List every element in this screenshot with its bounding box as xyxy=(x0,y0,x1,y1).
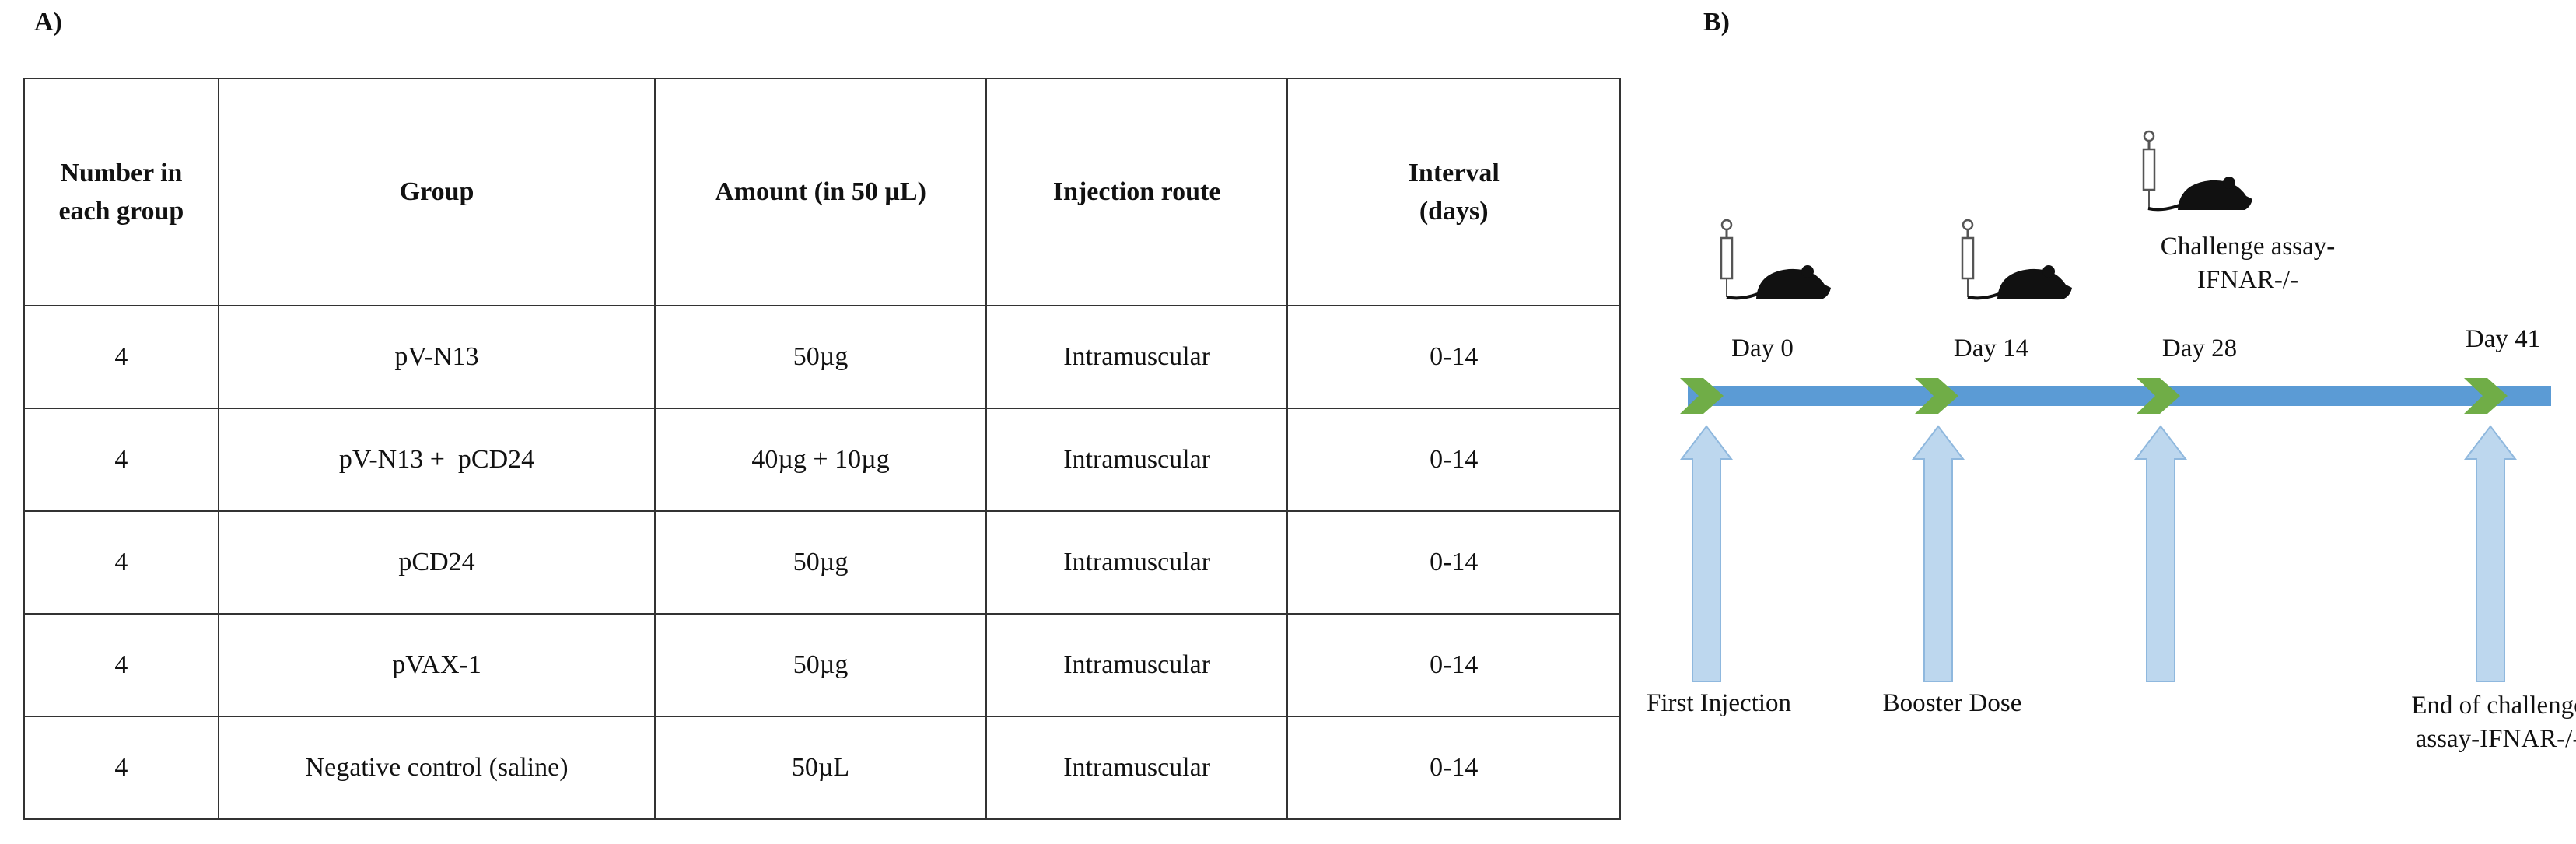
booster-dose-label: Booster Dose xyxy=(1882,689,2022,717)
cell-number: 4 xyxy=(23,613,219,717)
cell-route: Intramuscular xyxy=(985,408,1289,512)
chevron-marker-day-14 xyxy=(1915,378,1958,414)
arrow-challenge xyxy=(2133,425,2188,682)
cell-amount: 50µg xyxy=(654,305,987,409)
header-interval: Interval(days) xyxy=(1286,78,1621,306)
syringe-icon xyxy=(1961,219,1975,297)
cell-group: pCD24 xyxy=(217,510,656,615)
header-group: Group xyxy=(217,78,656,306)
panel-b-label: B) xyxy=(1703,8,1730,37)
cell-number: 4 xyxy=(23,408,219,512)
header-route: Injection route xyxy=(985,78,1289,306)
mouse-icon xyxy=(2147,177,2252,212)
table-row: 4 pV-N13 50µg Intramuscular 0-14 xyxy=(23,305,1621,409)
chevron-marker-day-0 xyxy=(1680,378,1724,414)
table-row: 4 pVAX-1 50µg Intramuscular 0-14 xyxy=(23,613,1621,717)
chevron-marker-day-28 xyxy=(2137,378,2180,414)
cell-interval: 0-14 xyxy=(1286,613,1621,717)
cell-route: Intramuscular xyxy=(985,613,1289,717)
table-row: 4 pV-N13 + pCD24 40µg + 10µg Intramuscul… xyxy=(23,408,1621,512)
cell-group: pV-N13 xyxy=(217,305,656,409)
table-row: 4 Negative control (saline) 50µL Intramu… xyxy=(23,716,1621,820)
cell-number: 4 xyxy=(23,716,219,820)
cell-interval: 0-14 xyxy=(1286,510,1621,615)
cell-number: 4 xyxy=(23,510,219,615)
cell-group: Negative control (saline) xyxy=(217,716,656,820)
immunization-timeline: Day 0 Day 14 Day 28 Day 41 Challenge ass… xyxy=(1626,0,2576,844)
day-28-label: Day 28 xyxy=(2161,334,2238,362)
syringe-icon xyxy=(2142,130,2156,208)
cell-group: pVAX-1 xyxy=(217,613,656,717)
arrow-first-injection xyxy=(1679,425,1734,682)
cell-amount: 50µg xyxy=(654,613,987,717)
mouse-icon xyxy=(1967,265,2072,300)
cell-route: Intramuscular xyxy=(985,510,1289,615)
cell-amount: 50µL xyxy=(654,716,987,820)
header-amount: Amount (in 50 µL) xyxy=(654,78,987,306)
cell-interval: 0-14 xyxy=(1286,305,1621,409)
cell-route: Intramuscular xyxy=(985,716,1289,820)
cell-amount: 40µg + 10µg xyxy=(654,408,987,512)
day-41-label: Day 41 xyxy=(2465,325,2541,353)
cell-group: pV-N13 + pCD24 xyxy=(217,408,656,512)
timeline-bar xyxy=(1688,386,2551,406)
mouse-icon xyxy=(1726,265,1831,300)
cell-number: 4 xyxy=(23,305,219,409)
day-0-label: Day 0 xyxy=(1731,334,1794,362)
first-injection-label: First Injection xyxy=(1646,689,1792,717)
panel-a-label: A) xyxy=(34,8,62,37)
cell-amount: 50µg xyxy=(654,510,987,615)
arrow-end-of-challenge xyxy=(2463,425,2518,682)
cell-interval: 0-14 xyxy=(1286,408,1621,512)
challenge-assay-label: Challenge assay-IFNAR-/- xyxy=(2160,233,2336,294)
chevron-marker-day-41 xyxy=(2464,378,2508,414)
table-row: 4 pCD24 50µg Intramuscular 0-14 xyxy=(23,510,1621,615)
arrow-booster-dose xyxy=(1911,425,1965,682)
syringe-icon xyxy=(1720,219,1734,297)
cell-interval: 0-14 xyxy=(1286,716,1621,820)
cell-route: Intramuscular xyxy=(985,305,1289,409)
timeline-graphic xyxy=(1679,130,2551,682)
day-14-label: Day 14 xyxy=(1953,334,2029,362)
